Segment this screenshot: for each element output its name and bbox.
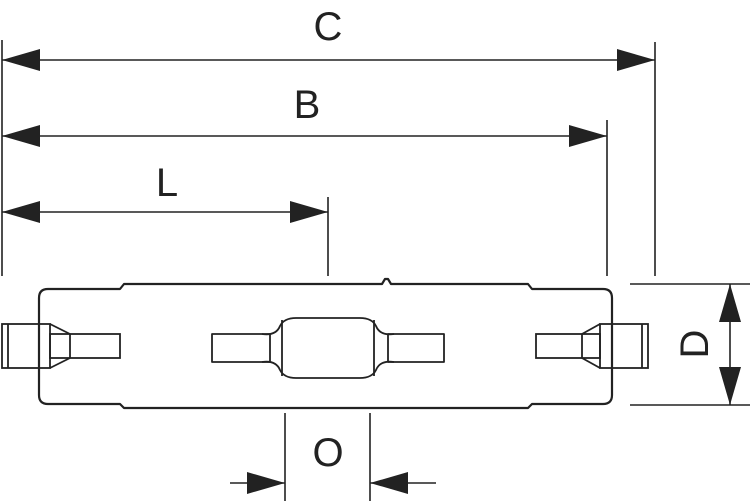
right-cap-bevel-top bbox=[581, 323, 601, 335]
arrowhead-l-right bbox=[290, 201, 328, 223]
dimension-b: B bbox=[2, 83, 607, 147]
dimension-o: O bbox=[230, 431, 436, 494]
arrowhead-o-left bbox=[247, 472, 285, 494]
label-d: D bbox=[673, 330, 717, 359]
left-cap-bevel-bottom bbox=[49, 357, 71, 369]
dimension-c: C bbox=[2, 5, 655, 71]
arrowhead-b-right bbox=[569, 125, 607, 147]
arrowhead-c-right bbox=[617, 49, 655, 71]
left-molybdenum-foil bbox=[49, 333, 121, 359]
arrowhead-l-left bbox=[2, 201, 40, 223]
right-cap-bevel-bottom bbox=[581, 357, 601, 369]
left-cap-bevel-top bbox=[49, 323, 71, 335]
dimension-l: L bbox=[2, 161, 328, 223]
quartz-envelope bbox=[37, 277, 614, 410]
arrowhead-c-left bbox=[2, 49, 40, 71]
lamp-body bbox=[37, 277, 614, 410]
arc-tube-right-seal bbox=[387, 333, 445, 363]
dimension-d: D bbox=[673, 284, 741, 405]
arc-tube-bulb-top bbox=[261, 317, 395, 336]
label-b: B bbox=[294, 83, 321, 127]
arrowhead-o-right bbox=[370, 472, 408, 494]
label-c: C bbox=[314, 5, 343, 49]
arc-tube-left-seal bbox=[211, 333, 271, 363]
arrowhead-d-bottom bbox=[719, 367, 741, 405]
extension-lines bbox=[1, 40, 750, 501]
arc-tube-bulb-bottom bbox=[261, 360, 395, 379]
right-contact-cap bbox=[599, 323, 649, 369]
arrowhead-b-left bbox=[2, 125, 40, 147]
label-o: O bbox=[312, 431, 343, 475]
right-end bbox=[535, 323, 649, 369]
left-contact-cap bbox=[1, 323, 51, 369]
right-molybdenum-foil bbox=[535, 333, 601, 359]
label-l: L bbox=[156, 161, 178, 205]
arrowhead-d-top bbox=[719, 284, 741, 322]
arc-tube bbox=[211, 317, 445, 379]
left-end bbox=[1, 323, 121, 369]
